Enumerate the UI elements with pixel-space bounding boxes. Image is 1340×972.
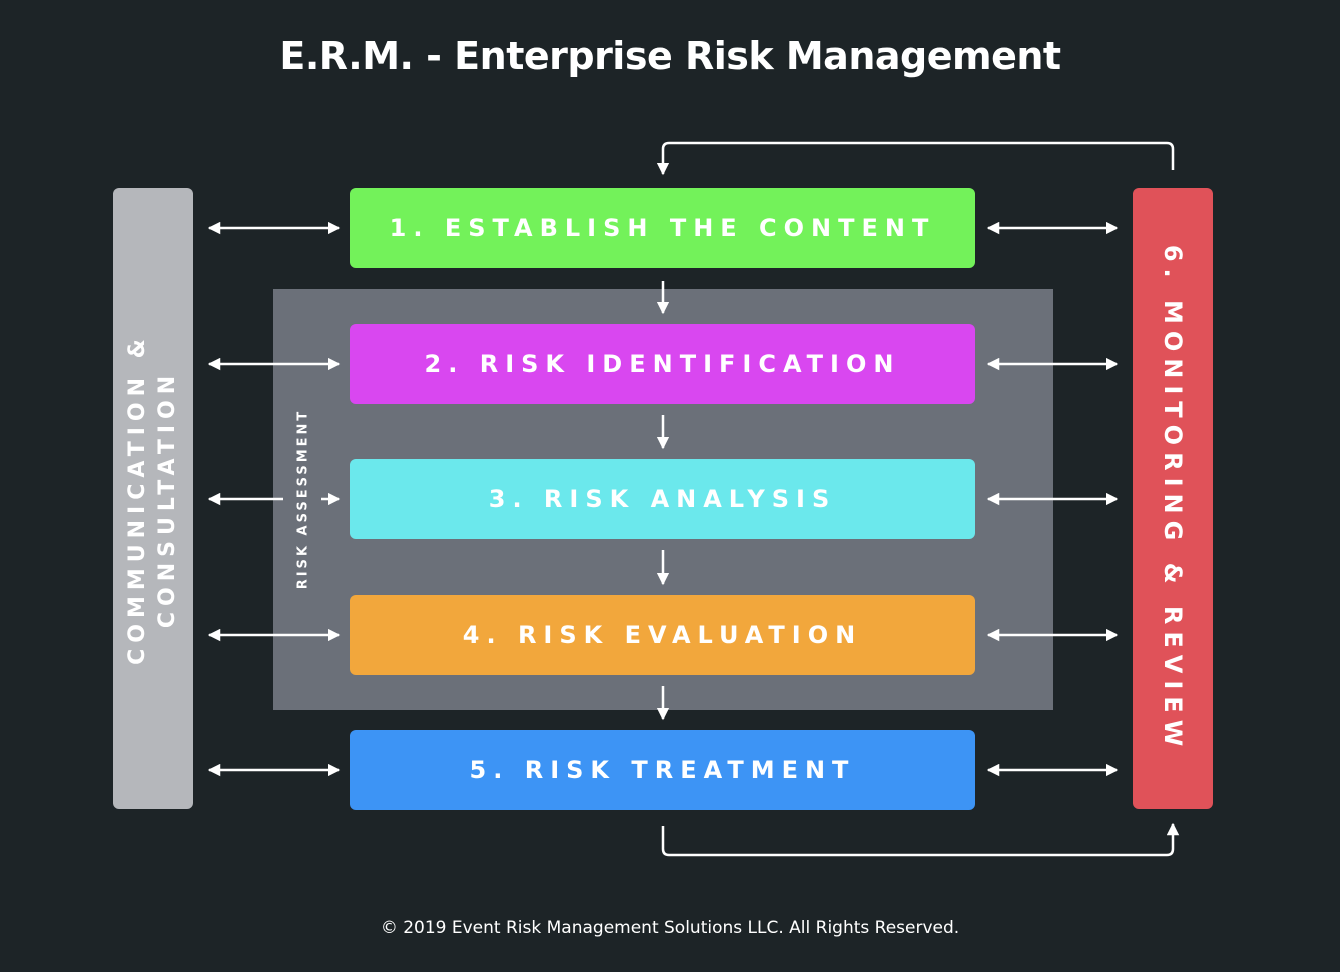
step-risk-analysis: 3. RISK ANALYSIS <box>350 459 975 539</box>
feedback-loop-top-arrow <box>656 141 1175 176</box>
step-risk-evaluation: 4. RISK EVALUATION <box>350 595 975 675</box>
monitoring-review-bar: 6. MONITORING & REVIEW <box>1133 188 1213 809</box>
step-risk-treatment: 5. RISK TREATMENT <box>350 730 975 810</box>
page-title: E.R.M. - Enterprise Risk Management <box>279 34 1061 78</box>
copyright-footer: © 2019 Event Risk Management Solutions L… <box>380 918 960 938</box>
step-risk-identification: 2. RISK IDENTIFICATION <box>350 324 975 404</box>
feedback-loop-bottom-arrow <box>661 822 1180 857</box>
communication-consultation-bar: COMMUNICATION & CONSULTATION <box>113 188 193 809</box>
step-establish-content: 1. ESTABLISH THE CONTENT <box>350 188 975 268</box>
